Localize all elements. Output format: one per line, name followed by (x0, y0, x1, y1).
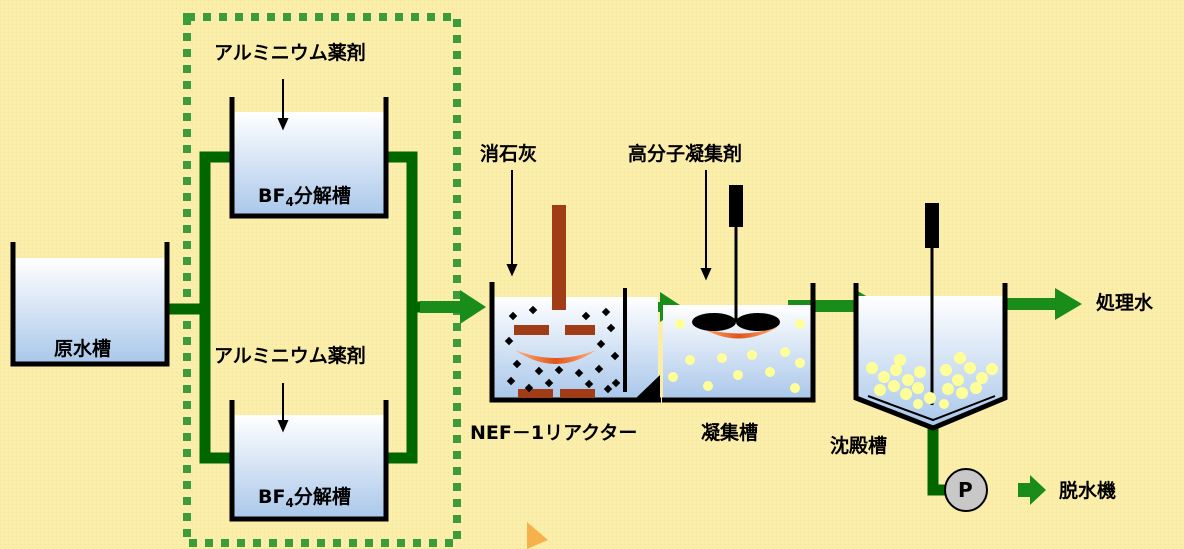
pipe-to-bottom-bf4 (199, 309, 230, 464)
bf4-tank-bottom-label: BF4分解槽 (258, 486, 351, 510)
raw-water-tank (10, 242, 170, 367)
arrow-treated-water (978, 288, 1082, 320)
settled-sludge (866, 352, 998, 409)
orange-marker (527, 522, 548, 549)
coagulation-tank-label: 凝集槽 (701, 422, 759, 444)
slaked-lime-label: 消石灰 (480, 143, 538, 165)
coagulation-flocs (668, 319, 805, 393)
pipe-to-top-bf4 (168, 151, 230, 315)
reactor-impeller (515, 350, 596, 364)
treated-water-label: 処理水 (1096, 292, 1154, 314)
arrow-to-reactor (420, 290, 486, 324)
bf4-tank-top-label: BF4分解槽 (258, 185, 351, 209)
reactor-baffles (514, 325, 595, 398)
reactor-shaft (552, 205, 566, 310)
bf4-section-dashed-box (183, 13, 461, 547)
coagulation-tank (662, 185, 816, 403)
nef1-reactor-label: NEF－1リアクター (470, 422, 638, 444)
bf4-decomposition-tank-bottom (229, 400, 389, 522)
dosing-arrows (277, 79, 712, 433)
reactor-particles (504, 305, 621, 394)
raw-water-tank-label: 原水槽 (54, 338, 112, 360)
nef1-reactor (489, 205, 661, 403)
aluminum-agent-top-label: アルミニウム薬剤 (214, 42, 366, 64)
polymer-coagulant-label: 高分子凝集剤 (628, 143, 743, 165)
pump (944, 468, 988, 512)
dehydrator-label: 脱水機 (1059, 480, 1117, 502)
settling-tank (853, 203, 1008, 431)
settling-tank-label: 沈殿槽 (830, 435, 888, 457)
bf4-decomposition-tank-top (229, 97, 389, 219)
pipe-sludge-to-pump (927, 425, 945, 496)
aluminum-agent-bottom-label: アルミニウム薬剤 (214, 345, 366, 367)
pump-label: P (958, 478, 973, 502)
arrow-to-dehydrator (1018, 475, 1046, 505)
